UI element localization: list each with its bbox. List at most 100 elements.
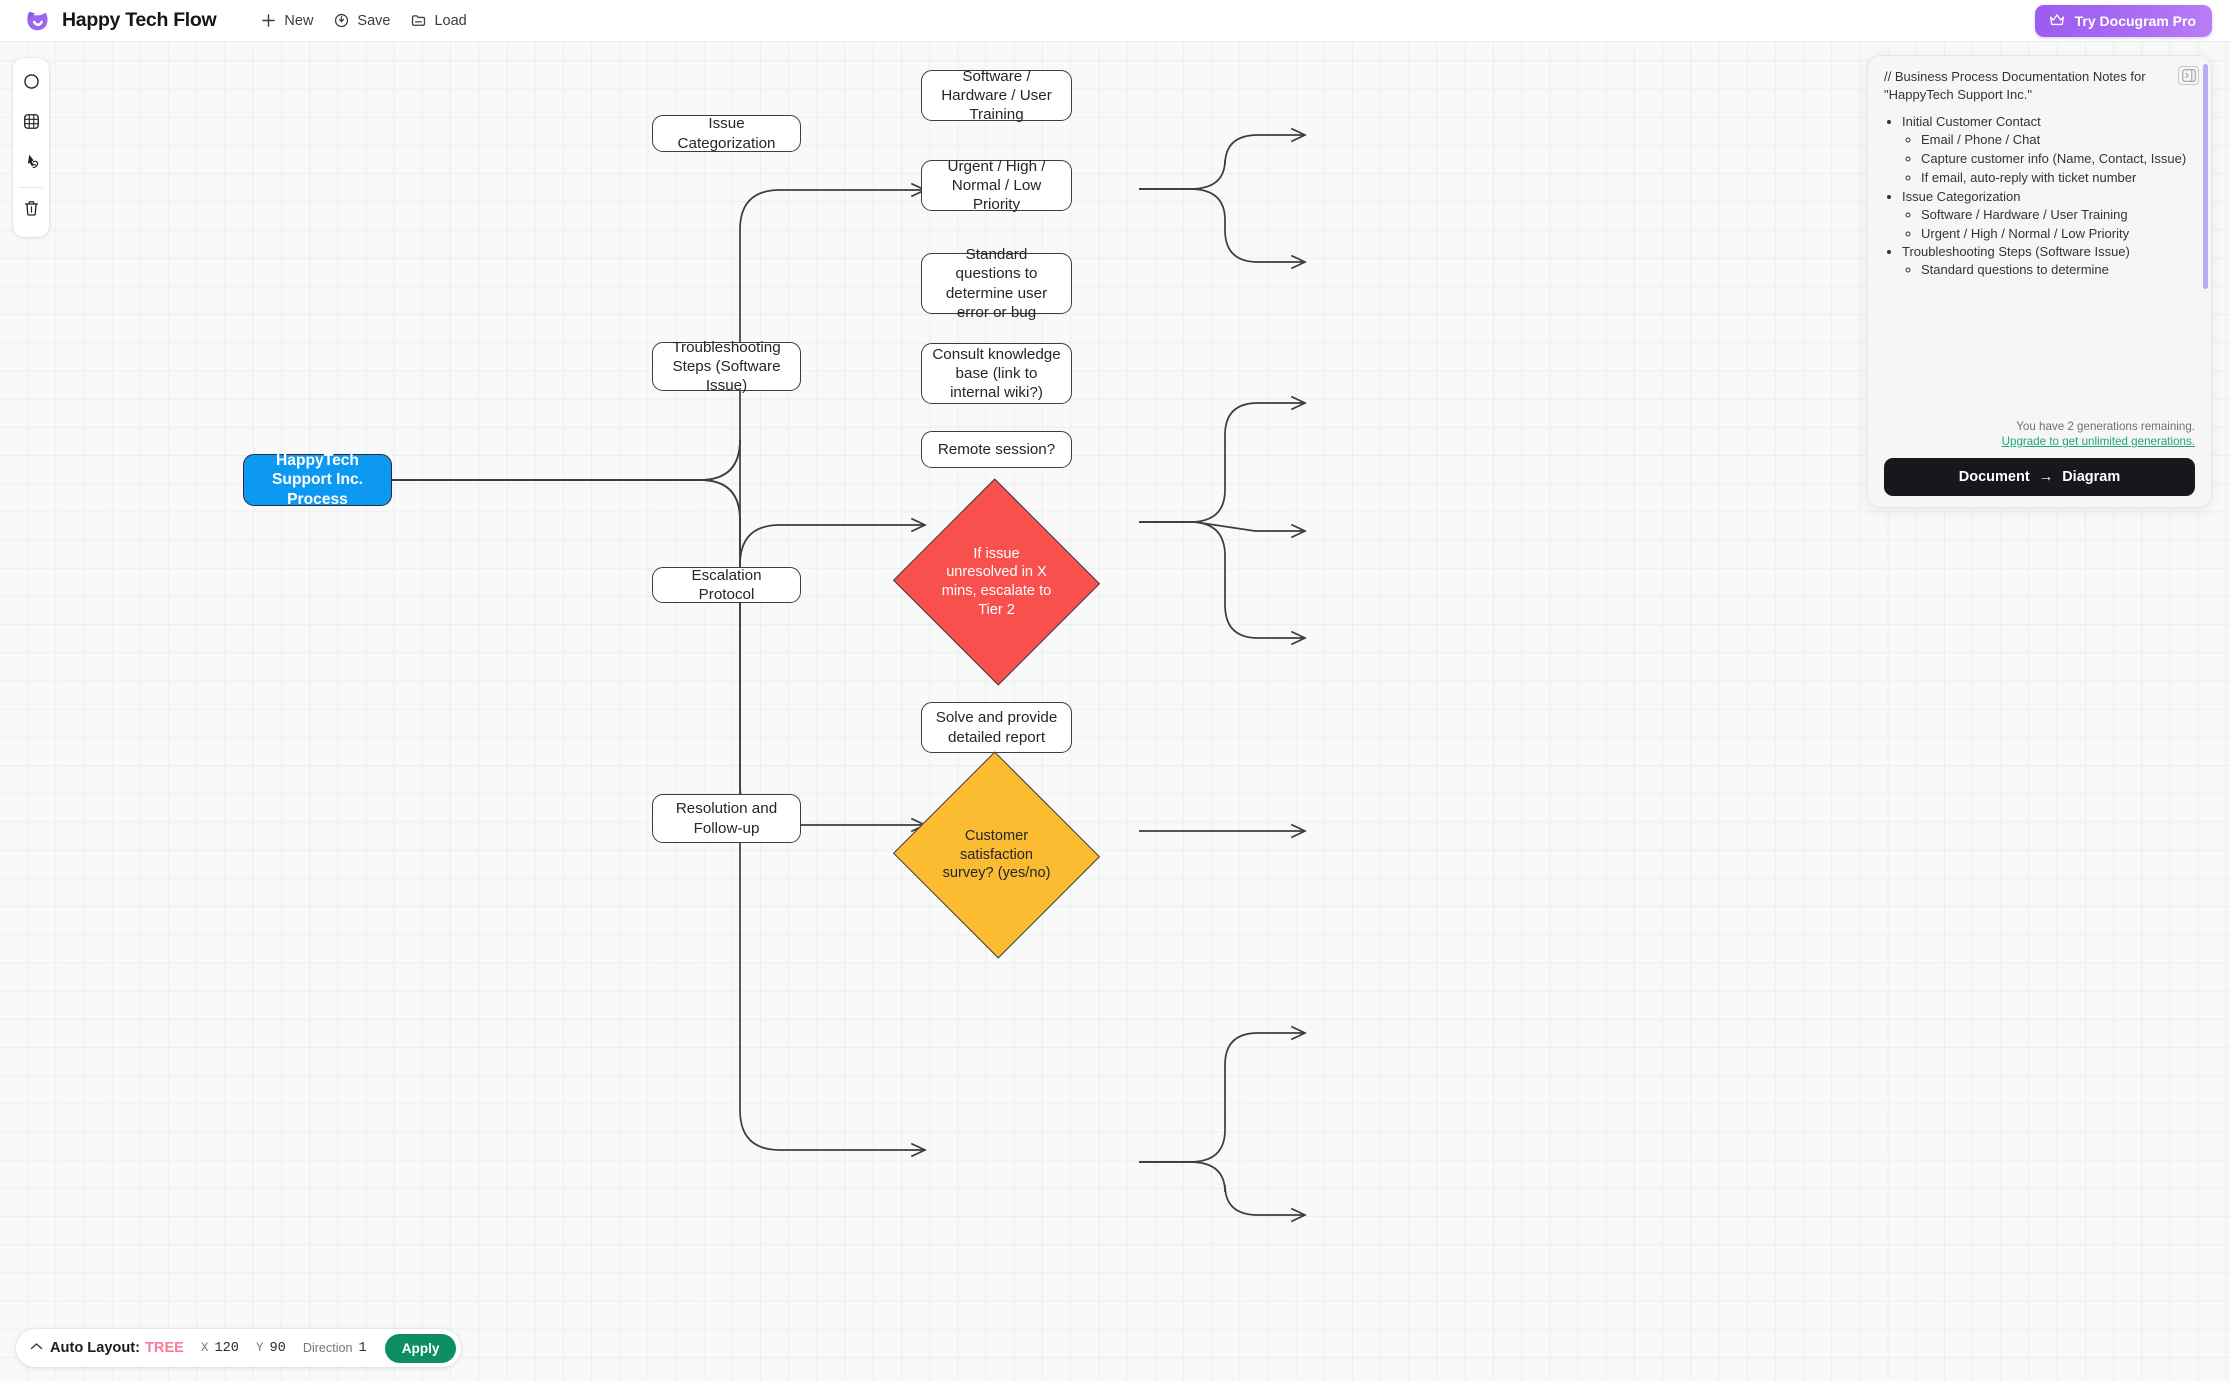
auto-layout-label: Auto Layout:: [50, 1340, 140, 1356]
edge-resolution-to-survey: [1139, 1161, 1305, 1215]
diagram-node-trouble[interactable]: Troubleshooting Steps (Software Issue): [652, 339, 801, 394]
save-button[interactable]: Save: [323, 6, 400, 35]
auto-layout-x-label: X: [200, 1341, 209, 1355]
diagram-node-label: Issue Categorization: [677, 115, 776, 152]
rail-divider: [18, 187, 44, 188]
hand-pointer-icon: [22, 152, 41, 176]
auto-layout-y-value[interactable]: 90: [269, 1340, 286, 1356]
auto-layout-y-label: Y: [255, 1341, 264, 1355]
diagram-node-label: Customer satisfaction survey? (yes/no): [942, 827, 1051, 882]
diagram-node-label: Remote session?: [937, 440, 1056, 458]
diagram-node-res1[interactable]: Solve and provide detailed report: [921, 702, 1072, 753]
diagram-node-label: HappyTech Support Inc. Process: [272, 451, 363, 508]
load-button[interactable]: Load: [400, 6, 476, 35]
save-disk-icon: [333, 12, 350, 29]
document-to-diagram-target: Diagram: [2062, 469, 2121, 485]
notes-outline-item: Troubleshooting Steps (Software Issue)St…: [1902, 243, 2195, 279]
top-toolbar: Happy Tech Flow New Save Load: [0, 0, 2230, 42]
edge-resolution-to-solve-report: [1139, 1033, 1305, 1163]
shape-circle-tool[interactable]: [13, 64, 49, 104]
edge-root-to-issue-categorization: [392, 190, 925, 481]
notes-outline: Initial Customer ContactEmail / Phone / …: [1884, 113, 2195, 279]
notes-outline-subitem: Email / Phone / Chat: [1921, 131, 2195, 149]
auto-layout-y-field[interactable]: Y 90: [256, 1341, 286, 1356]
diagram-node-cat[interactable]: Issue Categorization: [652, 115, 801, 152]
edge-root-to-escalation: [392, 479, 925, 825]
diagram-node-res2[interactable]: Customer satisfaction survey? (yes/no): [892, 751, 1101, 959]
load-button-label: Load: [434, 12, 467, 29]
new-button[interactable]: New: [250, 6, 323, 35]
diagram-node-root[interactable]: HappyTech Support Inc. Process: [243, 452, 392, 508]
diagram-node-label: Consult knowledge base (link to internal…: [932, 345, 1061, 402]
diagram-node-label: If issue unresolved in X mins, escalate …: [941, 545, 1052, 618]
auto-layout-x-field[interactable]: X 120: [201, 1341, 239, 1356]
notes-outline-sublist: Email / Phone / ChatCapture customer inf…: [1902, 131, 2195, 187]
panel-collapse-icon[interactable]: [2178, 66, 2199, 85]
notes-body[interactable]: // Business Process Documentation Notes …: [1868, 56, 2211, 420]
crown-icon: [2048, 11, 2066, 32]
diagram-node-label: Resolution and Follow-up: [675, 800, 778, 837]
diagram-node-tr3[interactable]: Remote session?: [921, 431, 1072, 468]
diagram-node-cat2[interactable]: Urgent / High / Normal / Low Priority: [921, 157, 1072, 214]
notes-header: // Business Process Documentation Notes …: [1884, 69, 2146, 102]
pointer-tool[interactable]: [13, 144, 49, 184]
diagram-node-tr2[interactable]: Consult knowledge base (link to internal…: [921, 343, 1072, 404]
trash-icon: [22, 199, 41, 223]
notes-outline-subitem: Standard questions to determine: [1921, 261, 2195, 279]
diagram-node-esc[interactable]: Escalation Protocol: [652, 567, 801, 603]
try-docugram-pro-button[interactable]: Try Docugram Pro: [2034, 5, 2212, 37]
chevron-up-icon[interactable]: [30, 1342, 43, 1354]
diagram-node-label: Software / Hardware / User Training: [941, 67, 1052, 124]
notes-outline-subitem: Software / Hardware / User Training: [1921, 206, 2195, 224]
notes-panel: // Business Process Documentation Notes …: [1867, 55, 2212, 508]
diagram-node-label: Urgent / High / Normal / Low Priority: [947, 157, 1046, 214]
diagram-node-label: Solve and provide detailed report: [935, 709, 1058, 746]
notes-outline-item: Initial Customer ContactEmail / Phone / …: [1902, 113, 2195, 187]
arrow-right-icon: →: [2038, 469, 2054, 485]
diagram-node-res[interactable]: Resolution and Follow-up: [652, 794, 801, 843]
diagram-node-label: Escalation Protocol: [691, 566, 762, 603]
diagram-node-cat1[interactable]: Software / Hardware / User Training: [921, 67, 1072, 124]
diagram-node-label: Standard questions to determine user err…: [945, 246, 1048, 321]
edge-troubleshooting-to-knowledge-base: [1139, 521, 1305, 531]
plus-icon: [260, 12, 277, 29]
try-docugram-pro-label: Try Docugram Pro: [2074, 13, 2196, 29]
notes-outline-subitem: Capture customer info (Name, Contact, Is…: [1921, 150, 2195, 168]
auto-layout-direction-value[interactable]: 1: [358, 1340, 367, 1356]
apply-button[interactable]: Apply: [384, 1333, 457, 1363]
delete-tool[interactable]: [13, 191, 49, 231]
save-button-label: Save: [357, 12, 391, 29]
auto-layout-x-value[interactable]: 120: [214, 1340, 239, 1356]
generations-remaining: You have 2 generations remaining.: [2016, 420, 2195, 433]
circle-icon: [22, 72, 41, 96]
document-to-diagram-source: Document: [1958, 469, 2030, 485]
edge-categorization-to-priority: [1139, 188, 1305, 262]
diagram-node-tr1[interactable]: Standard questions to determine user err…: [921, 246, 1072, 321]
auto-layout-mode[interactable]: TREE: [144, 1340, 184, 1356]
diagram-node-label: Troubleshooting Steps (Software Issue): [672, 338, 781, 395]
notes-outline-subitem: Urgent / High / Normal / Low Priority: [1921, 225, 2195, 243]
notes-footer: You have 2 generations remaining. Upgrad…: [1868, 420, 2211, 507]
auto-layout-direction-field[interactable]: Direction 1: [303, 1341, 367, 1356]
happy-face-logo-icon: [22, 6, 52, 36]
diagram-node-esc1[interactable]: If issue unresolved in X mins, escalate …: [892, 478, 1101, 686]
tool-rail: [13, 58, 49, 237]
edge-troubleshooting-to-standard-questions: [1139, 403, 1305, 523]
edge-categorization-to-software: [1139, 135, 1305, 190]
notes-scrollbar[interactable]: [2203, 64, 2208, 289]
grid-tool[interactable]: [13, 104, 49, 144]
notes-outline-sublist: Software / Hardware / User TrainingUrgen…: [1902, 206, 2195, 243]
auto-layout-bar: Auto Layout: TREE X 120 Y 90 Direction 1…: [16, 1329, 462, 1367]
folder-icon: [410, 12, 427, 29]
auto-layout-direction-label: Direction: [302, 1341, 353, 1355]
document-to-diagram-button[interactable]: Document → Diagram: [1884, 458, 2195, 496]
edge-troubleshooting-to-remote-session: [1139, 521, 1305, 638]
upgrade-link[interactable]: Upgrade to get unlimited generations.: [2001, 435, 2195, 448]
notes-outline-subitem: If email, auto-reply with ticket number: [1921, 169, 2195, 187]
grid-icon: [22, 112, 41, 136]
page-title: Happy Tech Flow: [62, 9, 217, 31]
